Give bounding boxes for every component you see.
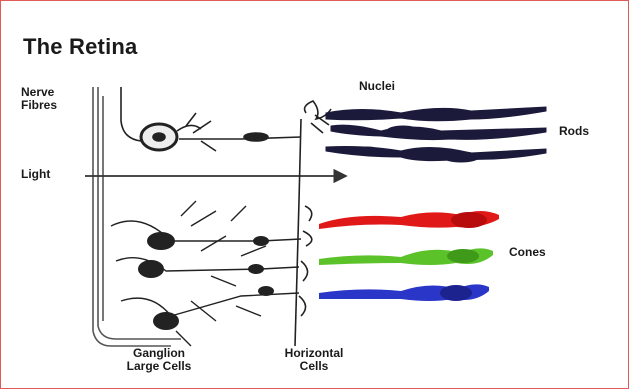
- horizontal-cells-label-line-2: Cells: [267, 360, 361, 373]
- nerve-fibres-label-line-2: Fibres: [21, 99, 57, 112]
- ganglion-label: Ganglion Large Cells: [113, 347, 205, 372]
- rods-label: Rods: [559, 125, 589, 138]
- nuclei-label: Nuclei: [359, 80, 395, 93]
- lower-ganglion-cells: [111, 201, 301, 346]
- cone-green: [319, 248, 493, 265]
- ganglion-label-line-2: Large Cells: [113, 360, 205, 373]
- ganglion-label-line-1: Ganglion: [113, 347, 205, 360]
- ganglion-somas: [138, 232, 274, 330]
- horizontal-cells-label-line-1: Horizontal: [267, 347, 361, 360]
- top-ganglion-cell: [121, 87, 301, 151]
- cone-blue: [319, 284, 489, 301]
- cone-red: [319, 211, 499, 229]
- nerve-fibres-label-line-1: Nerve: [21, 86, 57, 99]
- light-label: Light: [21, 168, 50, 181]
- diagram-title: The Retina: [23, 35, 137, 58]
- cones-label: Cones: [509, 246, 546, 259]
- nerve-fibres-label: Nerve Fibres: [21, 86, 57, 111]
- horizontal-cells-label: Horizontal Cells: [267, 347, 361, 372]
- rods: [326, 107, 546, 162]
